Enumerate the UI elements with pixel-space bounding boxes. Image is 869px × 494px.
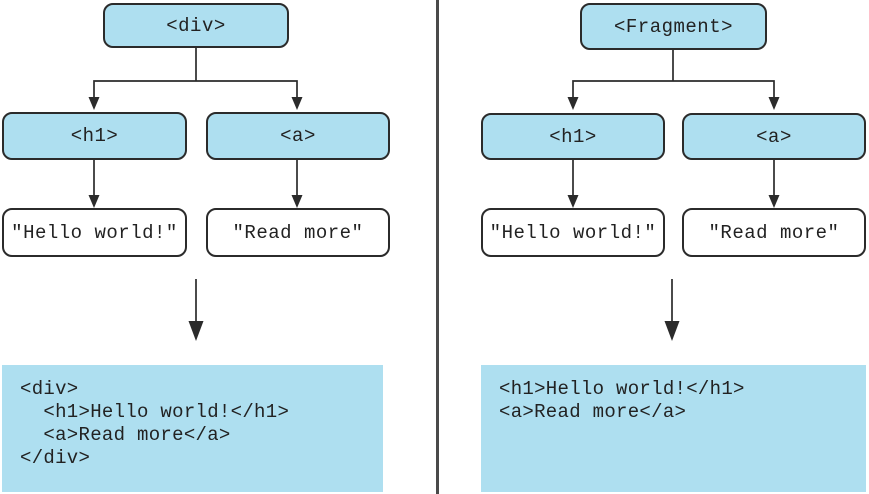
left-h1-label: <h1> [70,125,119,147]
fragment-root-label: <Fragment> [613,15,734,38]
code-line: <div> [20,378,79,400]
right-read-more-text-node: "Read more" [682,208,866,257]
left-a-label: <a> [280,125,316,147]
fragment-output-code-block: <h1>Hello world!</h1> <a>Read more</a> [481,365,866,492]
left-read-more-label: "Read more" [232,221,364,244]
div-root-node: <div> [103,3,289,48]
code-line: <a>Read more</a> [20,424,231,446]
panel-divider [436,0,439,494]
right-a-label: <a> [756,125,792,148]
fragment-root-node: <Fragment> [580,3,767,50]
right-hello-world-text-node: "Hello world!" [481,208,665,257]
left-a-node: <a> [206,112,390,160]
code-line: <a>Read more</a> [499,401,687,423]
left-hello-world-label: "Hello world!" [11,221,178,244]
right-hello-world-label: "Hello world!" [489,221,657,244]
right-a-node: <a> [682,113,866,160]
left-hello-world-text-node: "Hello world!" [2,208,187,257]
div-output-code-block: <div> <h1>Hello world!</h1> <a>Read more… [2,365,383,492]
code-line: <h1>Hello world!</h1> [20,401,290,423]
right-h1-label: <h1> [549,125,597,148]
code-line: </div> [20,447,91,469]
right-read-more-label: "Read more" [708,221,840,244]
left-read-more-text-node: "Read more" [206,208,390,257]
left-h1-node: <h1> [2,112,187,160]
right-h1-node: <h1> [481,113,665,160]
code-line: <h1>Hello world!</h1> [499,378,745,400]
div-root-label: <div> [166,14,226,37]
